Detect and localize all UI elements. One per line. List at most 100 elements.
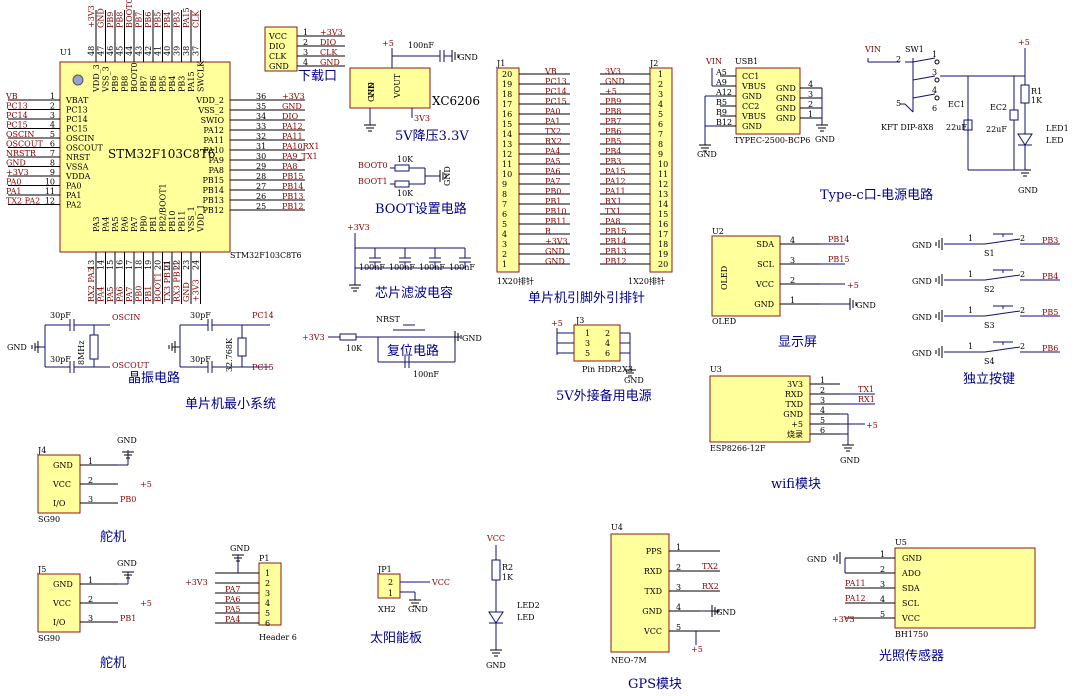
pin-number: 43 [135,46,144,56]
pin-name: VBUS [741,112,766,121]
net-label: PB3 [173,12,182,28]
resistor-icon [394,164,410,172]
pin-name: PB6 [149,76,158,92]
pin-name: GND [742,122,762,131]
pin-name: PC15 [66,125,88,134]
pin-name: GND [776,104,796,113]
pin-name: RXD [785,390,803,399]
pin-number: 6 [265,619,270,628]
net-label: BOOT1 [154,272,163,302]
wifi-label: wifi模块 [771,477,821,492]
cap-value: 100nF [419,263,445,272]
pin-number: 42 [144,46,153,56]
pin-name: GND [754,300,774,309]
pin-number: 3 [676,583,681,592]
crystal-value: 32.768K [225,337,234,372]
net-label: PB7 [605,117,621,126]
net-label: PB8 [605,107,621,116]
net-label: VCC [486,534,505,543]
pin-number: 17 [658,230,668,239]
pin-number: 1 [676,543,681,552]
pin-name: PA6 [121,216,130,232]
net-label: GND [182,282,191,302]
keys-label: 独立按键 [963,372,1015,387]
net-label: PA8 [282,162,298,171]
pin-number: 10 [502,170,512,179]
pin-number: 8 [658,140,663,149]
pin-number: 2 [896,55,901,64]
j3-ref: J3 [575,316,584,325]
pin-number: 5 [50,130,55,139]
pin-number: 13 [502,140,512,149]
net-label: VB [5,92,18,101]
pin-number: 14 [502,130,512,139]
pin-number: 25 [256,202,266,211]
pin-name: GND [53,580,73,589]
headers-label: 单片机引脚外引排针 [528,290,645,306]
pin-number: 2 [265,579,270,588]
pin-name: VSSA [65,163,89,172]
net-label: DIO [320,38,337,47]
pin-number: 8 [50,159,55,168]
net-label: PA11 [282,132,303,141]
pin-number: 2 [88,595,93,604]
pin-name: PB12 [203,206,224,215]
pin-number: 4 [303,58,308,67]
pin-number: 20 [154,260,163,270]
p1-body [258,562,282,626]
net-label: PA12 [605,177,626,186]
pin-number: 12 [658,180,668,189]
pin-number: 3 [50,111,55,120]
pin-number: 40 [163,46,172,56]
pin-number: 5 [658,110,663,119]
net-label: RX1 [605,197,622,206]
pin-number: 2 [1020,342,1025,351]
net-label: PA1 [6,187,22,196]
gnd-label: GND [815,135,835,144]
net-label: PC13 [545,77,567,86]
pin-name: PB10 [168,211,177,232]
resistor-icon [394,180,410,188]
header-j1-body [496,67,520,273]
crystal-value: 8MHz [77,341,86,365]
pin-number: 31 [256,142,266,151]
net-label: PB3 [1042,236,1058,245]
net-label: PB1 [120,614,136,623]
pin-name: I/O [53,499,66,508]
pin-number: 23 [182,260,191,270]
pin-number: 4 [820,406,825,415]
pin-number: 35 [256,102,266,111]
pin-name: PB11 [178,211,187,232]
pin-number: 22 [173,260,182,270]
pin-name: PA10 [203,146,224,155]
gnd-label: GND [912,241,932,250]
net-label: VB [544,67,557,76]
j3-part: Pin HDR2X3 [582,365,633,374]
servo-j5-body [37,573,81,633]
net-label: +3V3 [87,5,96,28]
pin-number: 16 [658,220,668,229]
key-ref: S4 [984,357,995,366]
pin-number: 4 [50,121,55,130]
cap-value: 30pF [50,311,71,320]
net-label: RX2 [702,582,719,591]
net-label: PA6 [545,167,561,176]
pin-number: 4 [605,339,610,348]
mcu-min-label: 单片机最小系统 [185,397,276,412]
pin-number: 8 [502,190,507,199]
pin-number: 12 [502,150,512,159]
led-value: LED [1046,136,1064,145]
pin-number: 4 [502,230,507,239]
net-label: PB8 [116,12,125,28]
pin-number: 18 [135,260,144,270]
pin-name: CC2 [742,102,759,111]
pin-name: GND [776,114,796,123]
gnd-label: GND [462,334,482,343]
cap-value: 100nF [408,41,434,50]
pin-number: 4 [932,86,937,95]
net-label: PB3 [605,157,621,166]
pin-number: 2 [658,80,663,89]
pin-name: I/O [53,618,66,627]
j3-body [573,324,621,362]
